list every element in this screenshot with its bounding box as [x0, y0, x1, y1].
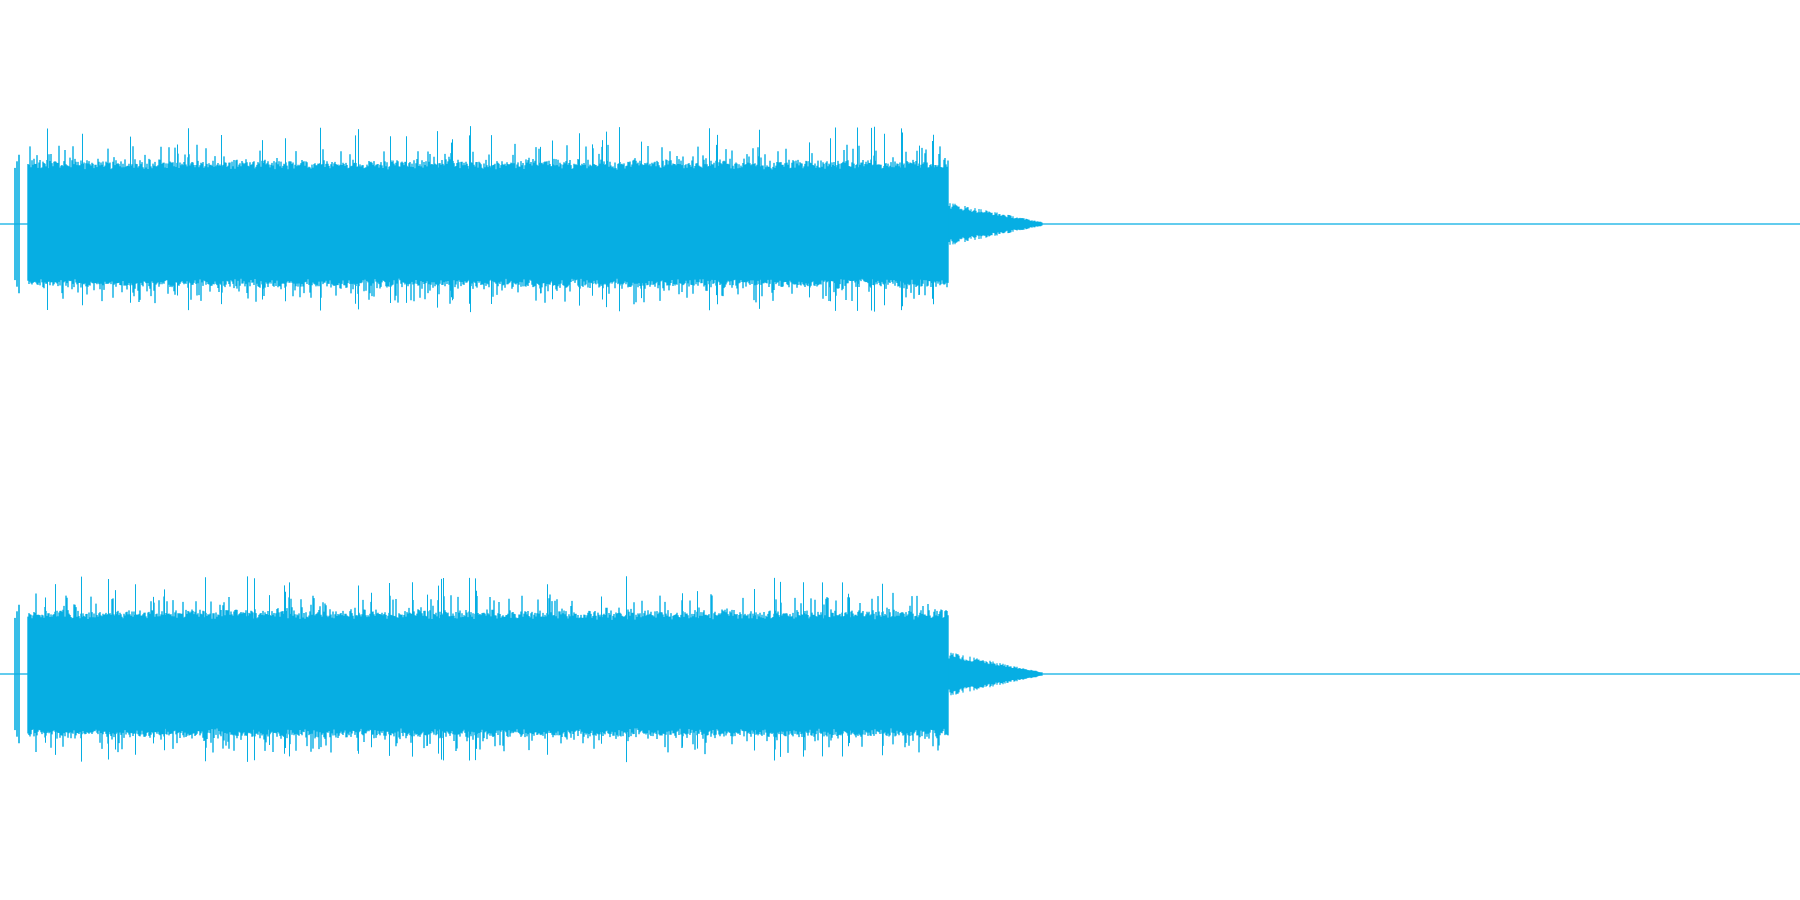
- waveform-channel-right: [0, 576, 1800, 763]
- waveform-channel-left: [0, 126, 1800, 313]
- waveform-peaks: [47, 126, 934, 313]
- waveform-tail: [948, 652, 1043, 696]
- waveform-body: [27, 592, 949, 755]
- waveform-tail: [948, 203, 1043, 245]
- waveform-peaks: [45, 576, 883, 763]
